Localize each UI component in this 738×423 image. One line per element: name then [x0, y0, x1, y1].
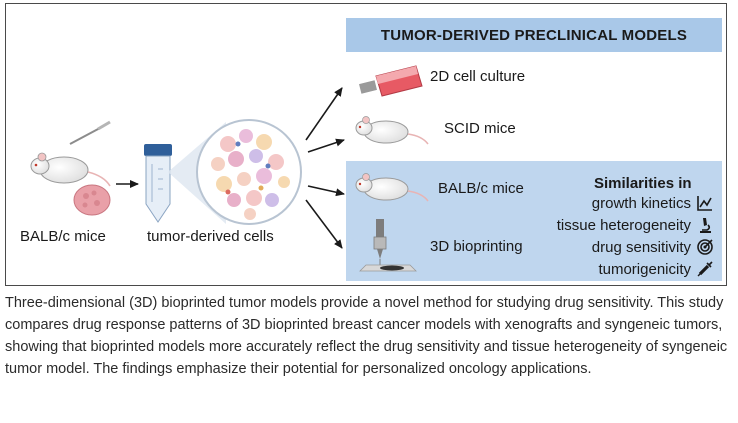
tube-icon [144, 144, 172, 223]
cells-label: tumor-derived cells [147, 228, 274, 245]
tumor-icon [73, 184, 111, 216]
similarity-tissue-heterogeneity: tissue heterogeneity [557, 216, 714, 234]
similarity-growth-kinetics: growth kinetics [592, 194, 714, 212]
model-label-balbc: BALB/c mice [438, 180, 524, 197]
similarity-label: tumorigenicity [598, 260, 691, 278]
similarity-tumorigenicity: tumorigenicity [598, 260, 714, 278]
arrow-to-2d-culture [305, 87, 343, 141]
tumor-cells-icon [196, 119, 302, 225]
similarity-label: drug sensitivity [591, 238, 691, 256]
line-chart-icon [697, 196, 712, 211]
source-label: BALB/c mice [20, 228, 106, 245]
arrow-to-balbc [307, 185, 345, 197]
similarity-drug-sensitivity: drug sensitivity [592, 238, 714, 256]
arrow-to-scid [307, 138, 345, 153]
similarities-title: Similarities in [594, 175, 692, 192]
figure-caption: Three-dimensional (3D) bioprinted tumor … [5, 295, 728, 377]
comparison-panel [346, 161, 722, 281]
model-label-bioprinting: 3D bioprinting [430, 238, 523, 255]
scid-mouse-icon [355, 116, 429, 145]
arrow-to-bioprinting [305, 199, 343, 249]
cell-culture-flask-icon [359, 65, 423, 97]
source-mouse-icon [30, 120, 111, 187]
model-label-scid: SCID mice [444, 120, 516, 137]
diagram-graphics [30, 65, 429, 249]
microscope-icon [700, 218, 711, 233]
header-title: TUMOR-DERIVED PRECLINICAL MODELS [346, 18, 722, 52]
model-label-2d-culture: 2D cell culture [430, 68, 526, 85]
syringe-icon [697, 261, 713, 277]
similarity-label: tissue heterogeneity [556, 216, 691, 234]
panel-graphics [355, 173, 429, 272]
target-icon [697, 239, 713, 255]
bioprinter-icon [359, 219, 417, 272]
balbc-mouse-icon [355, 173, 429, 202]
figure-panel: TUMOR-DERIVED PRECLINICAL MODELS 2D cell… [5, 3, 727, 286]
similarity-label: growth kinetics [591, 194, 691, 212]
